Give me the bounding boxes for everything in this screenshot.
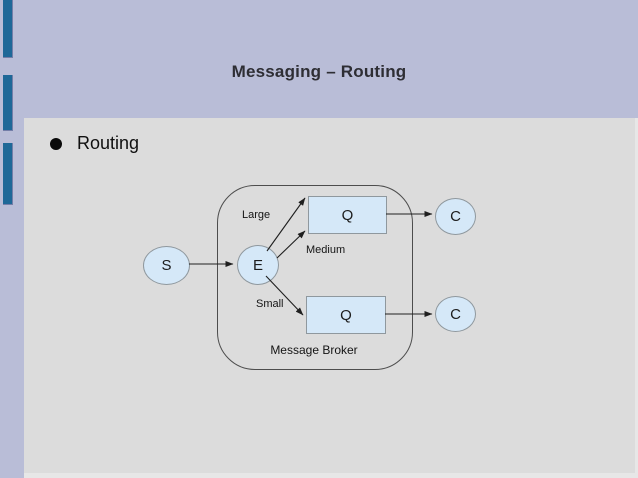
node-queue-top: Q [308,196,387,234]
node-queue-bottom: Q [306,296,386,334]
message-broker-label: Message Broker [270,343,358,357]
edge-label-small: Small [256,298,284,310]
slide-title: Messaging – Routing [231,62,407,81]
node-consumer-top: C [435,198,476,235]
bullet-item-routing: Routing [77,133,140,153]
content-panel-edge [24,118,638,478]
node-exchange: E [237,245,279,285]
message-broker-container [217,185,413,370]
accent-bar [3,0,13,58]
bullet-icon [50,138,62,150]
edge-label-medium: Medium [306,244,346,256]
edge-label-large: Large [242,209,271,221]
content-panel [24,118,635,473]
accent-bar [3,143,13,205]
accent-bar [3,75,13,131]
node-consumer-bottom: C [435,296,476,332]
node-sender: S [143,246,190,285]
